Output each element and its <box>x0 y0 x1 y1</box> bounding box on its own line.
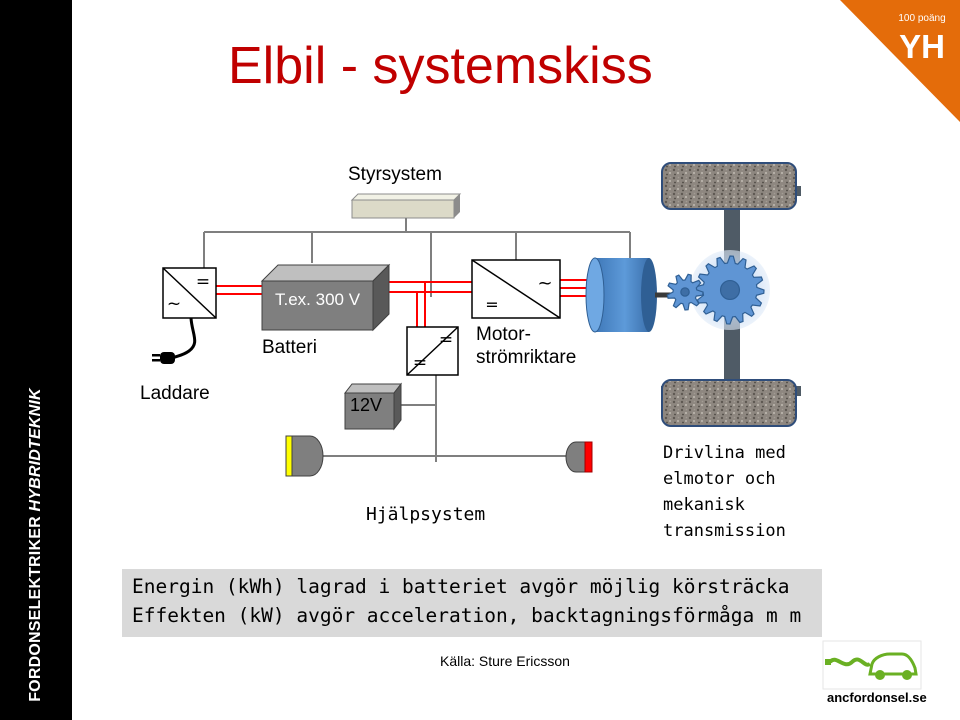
car-logo-icon <box>868 652 918 676</box>
control-system-label: Styrsystem <box>348 164 442 185</box>
page-title: Elbil - systemskiss <box>228 37 653 95</box>
inverter-dc-symbol: = <box>485 295 498 314</box>
energy-note-line2: Effekten (kW) avgör acceleration, backta… <box>132 604 802 627</box>
yh-badge: 100 poäng YH <box>840 0 960 122</box>
aux-battery-label: 12V <box>350 395 383 415</box>
site-logo-graphic <box>822 640 922 690</box>
drivetrain-label-line3: mekanisk <box>663 495 745 515</box>
charger-ac-symbol: ~ <box>167 294 181 314</box>
drivetrain-label-line4: transmission <box>663 521 786 541</box>
left-lamp-icon <box>285 435 324 477</box>
badge-points: 100 poäng <box>898 13 945 24</box>
battery-voltage-label: T.ex. 300 V <box>275 290 361 309</box>
control-system-box <box>350 193 462 219</box>
drivetrain-label-line1: Drivlina med <box>663 443 786 463</box>
badge-logo: YH <box>899 28 945 65</box>
small-gear-icon <box>666 273 704 311</box>
sidebar-band: FORDONSELEKTRIKER HYBRIDTEKNIK <box>0 0 72 720</box>
charger-label: Laddare <box>140 383 210 404</box>
dcdc-out-symbol: = <box>413 353 427 373</box>
drivetrain-graphic <box>661 162 801 427</box>
large-gear-icon <box>695 255 765 325</box>
charger-dc-symbol: = <box>196 272 210 292</box>
battery-label: Batteri <box>262 337 317 358</box>
right-lamp-icon <box>565 441 593 473</box>
energy-info-box: Energin (kWh) lagrad i batteriet avgör m… <box>122 569 822 637</box>
dcdc-in-symbol: = <box>439 330 453 350</box>
aux-system-label: Hjälpsystem <box>366 504 486 525</box>
aux-battery-box <box>343 382 403 431</box>
charger-block: ~ = <box>162 267 217 319</box>
energy-note-line1: Energin (kWh) lagrad i batteriet avgör m… <box>132 575 790 598</box>
inverter-label-line1: Motor- <box>476 324 531 345</box>
plug-logo-icon <box>825 659 831 665</box>
battery-box <box>260 263 391 332</box>
inverter-block: = ~ <box>471 259 561 319</box>
signal-bus <box>203 218 631 297</box>
source-credit: Källa: Sture Ericsson <box>440 653 570 669</box>
site-logo-text: ancfordonsel.se <box>827 690 927 705</box>
electric-motor <box>585 257 672 333</box>
plug-icon <box>152 317 197 364</box>
drivetrain-label-line2: elmotor och <box>663 469 776 489</box>
dcdc-converter-block: = = <box>406 326 459 376</box>
inverter-label-line2: strömriktare <box>476 347 577 368</box>
inverter-ac-symbol: ~ <box>537 273 552 294</box>
